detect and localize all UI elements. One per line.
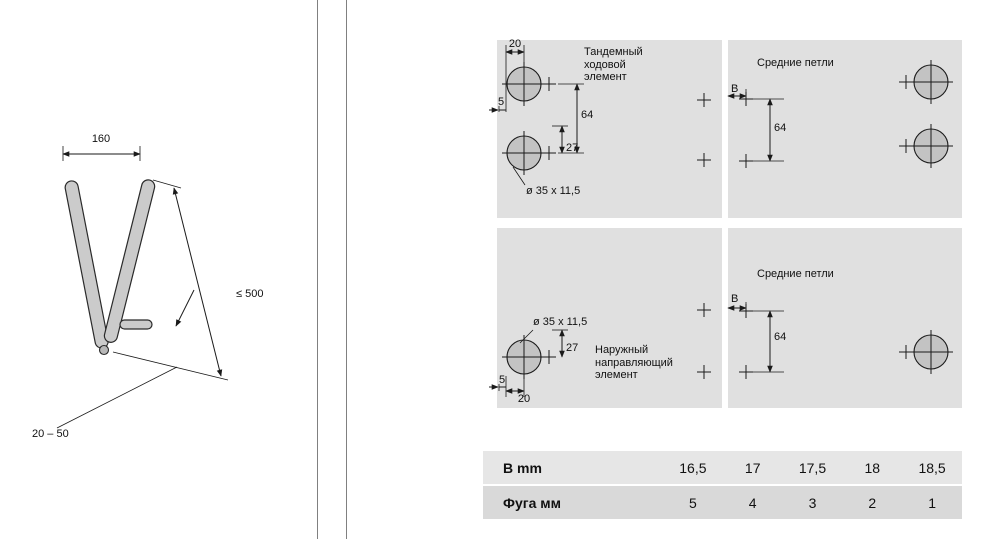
height-dim-label: ≤ 500	[236, 288, 264, 300]
pivot-point	[98, 344, 110, 356]
bl-title: Наружный направляющий элемент	[595, 344, 673, 381]
panel-top-left-marks	[489, 45, 711, 186]
panel-bottom-right-marks	[727, 302, 953, 379]
br-title: Средние петли	[757, 268, 834, 280]
table-cell: 16,5	[679, 459, 707, 476]
table-row-label: B mm	[503, 459, 542, 476]
bl-dim-27-label: 27	[566, 342, 579, 354]
tr-title: Средние петли	[757, 57, 834, 69]
table-cell: 17	[744, 459, 761, 476]
table-cell: 3	[808, 494, 817, 511]
vertical-divider-left	[317, 0, 318, 539]
drill-cross	[739, 92, 753, 168]
table-cell: 18	[864, 459, 881, 476]
gap-dim-label: 20 – 50	[32, 428, 69, 440]
b-fuga-table: B mm 16,5 17 17,5 18 18,5 Фуга мм 5 4 3 …	[483, 451, 962, 519]
tl-hole-spec-label: ø 35 x 11,5	[526, 185, 581, 197]
width-dim-label: 160	[91, 133, 111, 145]
bl-hole-spec-label: ø 35 x 11,5	[533, 316, 588, 328]
table-row-label: Фуга мм	[503, 494, 561, 511]
table-cell: 17,5	[798, 459, 827, 476]
panel-bottom-left	[497, 228, 722, 408]
panel-bottom-left-marks	[489, 303, 711, 397]
table-cell: 2	[868, 494, 877, 511]
table-row: Фуга мм 5 4 3 2 1	[483, 486, 962, 519]
tl-dim-64-label: 64	[581, 109, 594, 121]
drill-cross	[697, 303, 711, 379]
tl-dim-20-label: 20	[508, 38, 522, 50]
folding-door-side-view	[56, 146, 229, 429]
drill-cross	[697, 93, 711, 167]
door-leaf-right	[103, 179, 156, 343]
bl-dim-20-label: 20	[517, 393, 531, 405]
drill-cross	[739, 304, 753, 379]
panel-top-right-marks	[727, 60, 953, 168]
tr-dim-b-label: B	[731, 83, 739, 95]
tl-dim-27-label: 27	[566, 142, 579, 154]
br-dim-b-label: B	[731, 293, 739, 305]
tr-dim-64-label: 64	[774, 122, 787, 134]
table-cell: 18,5	[918, 459, 946, 476]
vertical-divider-right	[346, 0, 347, 539]
table-cell: 1	[928, 494, 936, 511]
table-row: B mm 16,5 17 17,5 18 18,5	[483, 451, 962, 484]
guide-stub	[119, 319, 153, 330]
bl-dim-5-label: 5	[499, 374, 506, 386]
panel-top-left	[497, 40, 722, 218]
door-leaf-left	[64, 180, 109, 349]
table-cell: 4	[748, 494, 757, 511]
panel-bottom-right	[728, 228, 962, 408]
br-dim-64-label: 64	[774, 331, 787, 343]
table-cell: 5	[689, 494, 697, 511]
tl-title: Тандемный ходовой элемент	[584, 46, 643, 83]
tl-dim-5-label: 5	[498, 96, 505, 108]
